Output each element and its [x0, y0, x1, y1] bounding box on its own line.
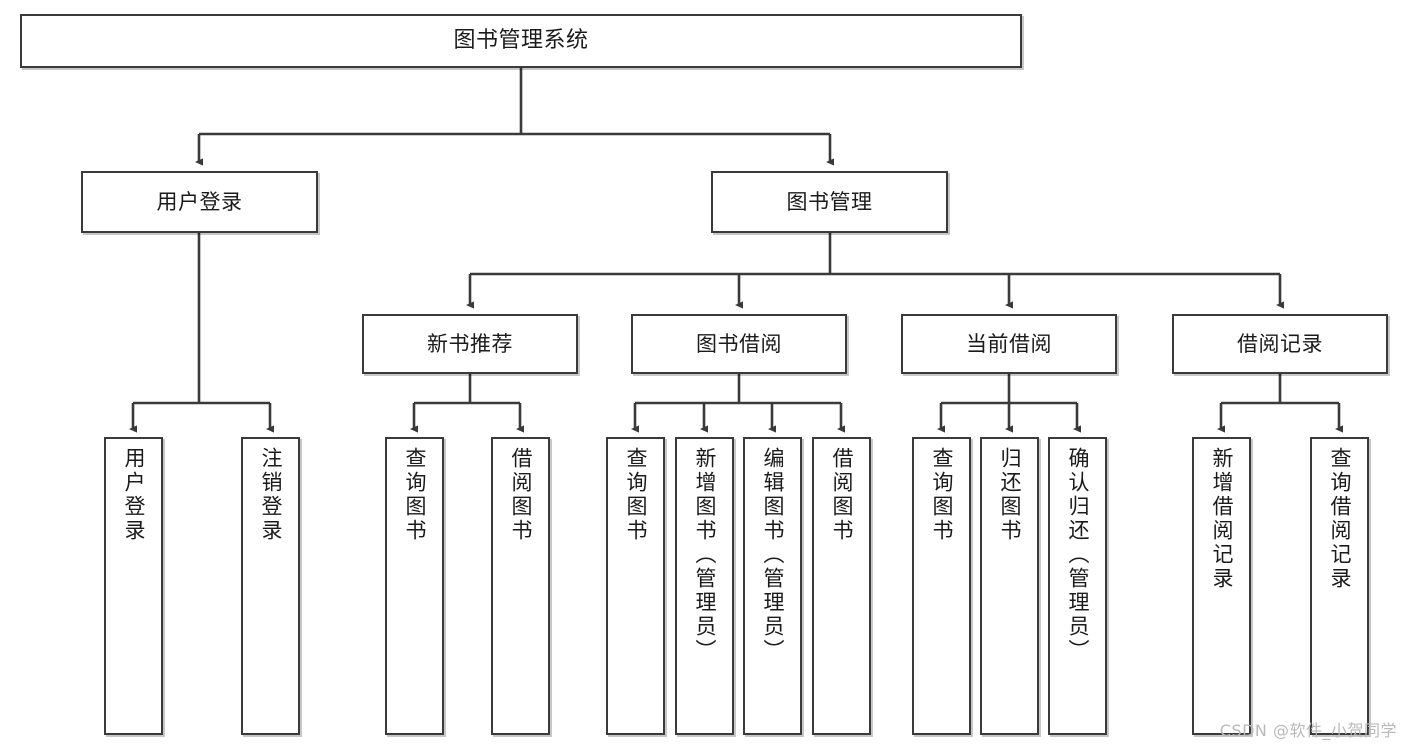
- node-leaf-query-book-3-label: 查询图书: [930, 447, 954, 543]
- node-leaf-edit-book[interactable]: 编辑图书（管理员）: [743, 437, 802, 735]
- node-leaf-edit-book-label: 编辑图书（管理员）: [761, 447, 785, 663]
- node-user-login[interactable]: 用户登录: [81, 171, 318, 233]
- node-leaf-user-login-label: 用户登录: [122, 447, 146, 543]
- csdn-watermark: CSDN @软件_小贺同学: [1219, 721, 1397, 740]
- node-leaf-query-book-2[interactable]: 查询图书: [606, 437, 665, 735]
- node-leaf-confirm-return-label: 确认归还（管理员）: [1066, 447, 1090, 663]
- node-leaf-borrow-book-1-label: 借阅图书: [509, 447, 533, 543]
- node-leaf-borrow-book-1[interactable]: 借阅图书: [491, 437, 550, 735]
- node-leaf-logout-login[interactable]: 注销登录: [241, 437, 300, 735]
- node-book-manage-label: 图书管理: [786, 189, 873, 214]
- node-leaf-query-book-1[interactable]: 查询图书: [385, 437, 444, 735]
- node-new-book-recommend[interactable]: 新书推荐: [362, 314, 578, 374]
- node-leaf-borrow-book-2[interactable]: 借阅图书: [812, 437, 871, 735]
- node-leaf-query-book-3[interactable]: 查询图书: [912, 437, 971, 735]
- node-borrow-record[interactable]: 借阅记录: [1172, 314, 1388, 374]
- node-leaf-logout-login-label: 注销登录: [259, 447, 283, 543]
- node-leaf-add-book[interactable]: 新增图书（管理员）: [675, 437, 734, 735]
- node-book-borrow[interactable]: 图书借阅: [631, 314, 847, 374]
- node-leaf-user-login[interactable]: 用户登录: [104, 437, 163, 735]
- node-root-label: 图书管理系统: [453, 28, 589, 54]
- node-leaf-add-record-label: 新增借阅记录: [1210, 447, 1234, 591]
- node-user-login-label: 用户登录: [156, 189, 243, 214]
- node-leaf-return-book[interactable]: 归还图书: [980, 437, 1039, 735]
- node-current-borrow-label: 当前借阅: [966, 331, 1052, 356]
- node-leaf-return-book-label: 归还图书: [998, 447, 1022, 543]
- node-root[interactable]: 图书管理系统: [20, 14, 1022, 68]
- node-borrow-record-label: 借阅记录: [1237, 331, 1323, 356]
- node-current-borrow[interactable]: 当前借阅: [901, 314, 1117, 374]
- node-leaf-query-record[interactable]: 查询借阅记录: [1310, 437, 1369, 735]
- node-leaf-add-record[interactable]: 新增借阅记录: [1192, 437, 1251, 735]
- node-new-book-recommend-label: 新书推荐: [427, 331, 513, 356]
- node-leaf-borrow-book-2-label: 借阅图书: [830, 447, 854, 543]
- node-leaf-confirm-return[interactable]: 确认归还（管理员）: [1048, 437, 1107, 735]
- node-book-borrow-label: 图书借阅: [696, 331, 782, 356]
- node-book-manage[interactable]: 图书管理: [711, 171, 948, 233]
- node-leaf-query-book-2-label: 查询图书: [624, 447, 648, 543]
- node-leaf-query-book-1-label: 查询图书: [403, 447, 427, 543]
- node-leaf-query-record-label: 查询借阅记录: [1328, 447, 1352, 591]
- node-leaf-add-book-label: 新增图书（管理员）: [693, 447, 717, 663]
